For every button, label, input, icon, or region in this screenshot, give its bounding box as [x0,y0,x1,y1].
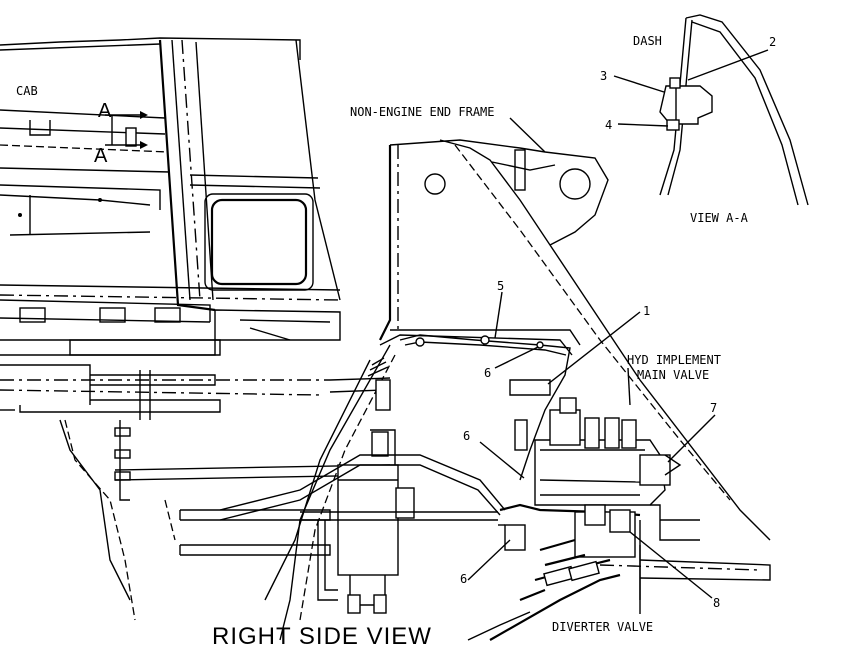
frame-left [0,339,391,621]
callout-7: 7 [710,401,717,415]
callout-2: 2 [769,35,776,49]
view-a-a-detail [659,14,809,206]
section-a-markers [105,111,148,149]
hyd-implement-label-line2: MAIN VALVE [637,368,709,382]
callout-5: 5 [497,279,504,293]
callout-6-middle: 6 [463,429,470,443]
right-side-view-title: RIGHT SIDE VIEW [212,623,432,650]
leader-lines [467,49,769,641]
callout-1: 1 [643,304,650,318]
section-a-top-label: A [98,100,112,122]
non-engine-end-frame-label: NON-ENGINE END FRAME [350,105,495,119]
view-aa-label: VIEW A-A [690,211,749,225]
dash-label: DASH [633,34,662,48]
non-engine-end-frame [264,139,771,641]
callout-6-lower: 6 [460,572,467,586]
cab-label: CAB [16,84,38,98]
wiring-harness [329,334,571,481]
hyd-implement-main-valve [489,397,700,641]
accumulator-unit [219,429,506,614]
callout-3: 3 [600,69,607,83]
diverter-valve-label: DIVERTER VALVE [552,620,653,634]
callout-6-upper: 6 [484,366,491,380]
hyd-implement-label-line1: HYD IMPLEMENT [627,353,721,367]
section-a-bottom-label: A [94,145,108,167]
callout-8: 8 [713,596,720,610]
cab-structure [0,37,341,341]
callout-4: 4 [605,118,612,132]
